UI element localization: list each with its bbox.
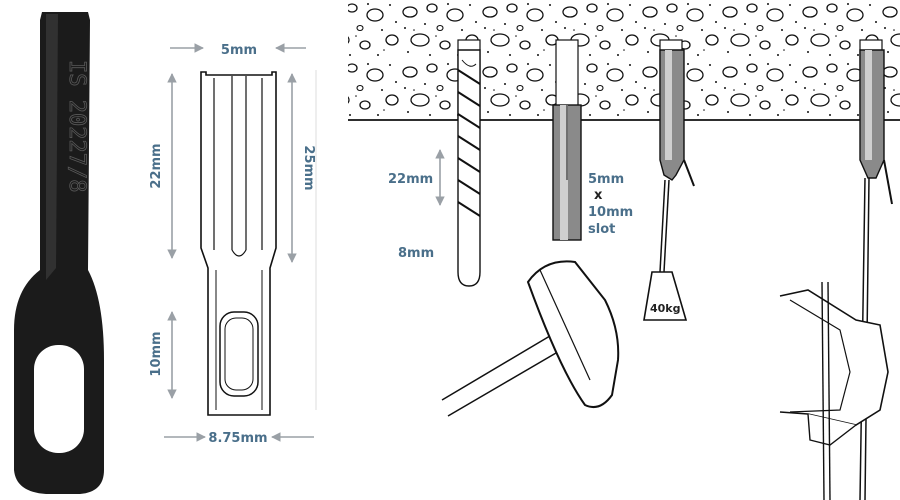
- anchor-photo-highlight: [46, 14, 58, 280]
- label-load-weight: 40kg: [650, 302, 681, 315]
- anchor-photo-slot: [34, 345, 84, 453]
- dim-right-height: 25mm: [301, 145, 316, 190]
- label-slot-4: slot: [588, 222, 615, 237]
- drill-bit: [457, 49, 481, 287]
- technical-drawing: 5mm 22mm 25mm 10mm 8.75mm: [149, 43, 317, 446]
- ceiling-clip: [779, 281, 889, 500]
- label-drill-depth: 22mm: [388, 172, 433, 187]
- product-photo: IS 20227/8: [14, 12, 104, 494]
- slot-outline: [219, 311, 259, 397]
- weight-block: [643, 271, 688, 321]
- dim-slot-length: 10mm: [149, 331, 164, 376]
- dim-bottom-width: 8.75mm: [208, 431, 267, 446]
- hammer: [441, 260, 620, 417]
- label-drill-diameter: 8mm: [398, 246, 434, 261]
- anchor-load-test: [643, 49, 695, 321]
- dim-left-height: 22mm: [149, 143, 164, 188]
- label-slot-1: 5mm: [588, 172, 624, 187]
- label-slot-3: 10mm: [588, 205, 633, 220]
- engraved-code: IS 20227/8: [64, 60, 89, 192]
- concrete-ceiling: [348, 0, 900, 120]
- installation-steps: 22mm 8mm 5mm x 10mm slot 40kg: [348, 0, 900, 500]
- dim-top-width: 5mm: [221, 43, 257, 58]
- anchor-inserted: [552, 104, 582, 241]
- label-slot-2: x: [594, 188, 603, 203]
